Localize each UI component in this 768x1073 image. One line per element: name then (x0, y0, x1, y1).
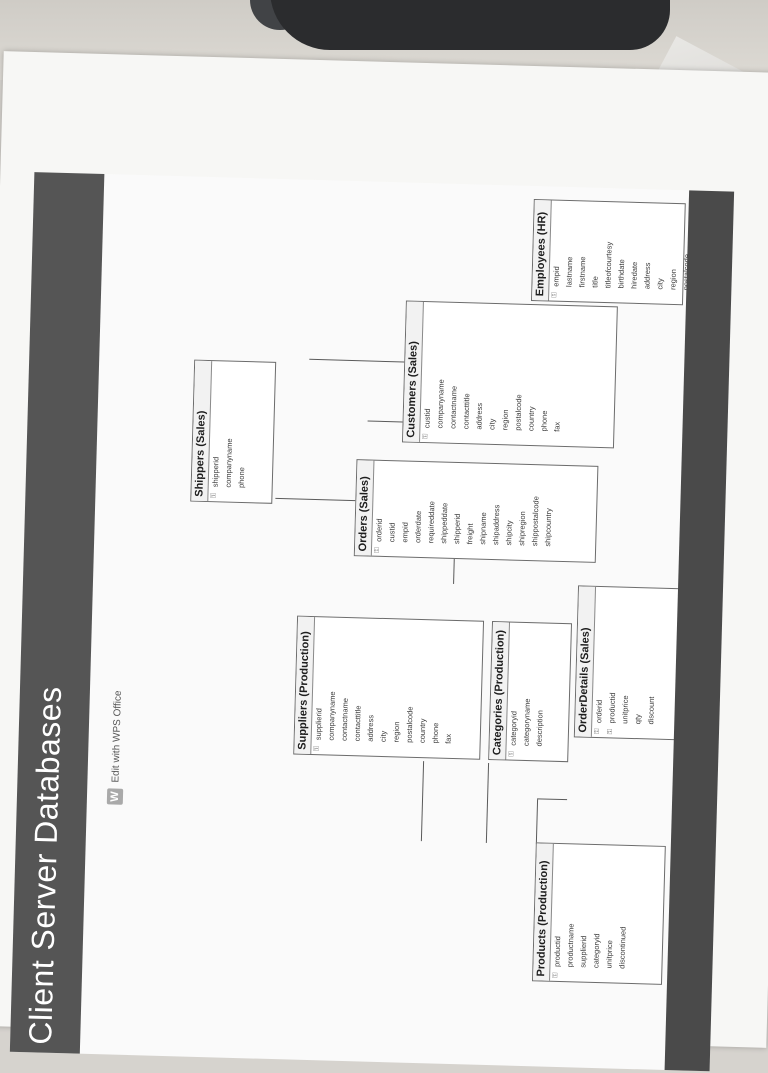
field: fax (443, 733, 453, 744)
entity-products[interactable]: Products (Production) productid productn… (532, 842, 666, 985)
rel-orders-shippers (275, 497, 356, 502)
field: discount (646, 696, 656, 725)
field: shipcountry (543, 508, 554, 547)
slide: Client Server Databases W Edit with WPS … (9, 172, 735, 1072)
rel-products-orderdetails-v (537, 798, 568, 801)
entity-suppliers[interactable]: Suppliers (Production) supplierid compan… (293, 615, 485, 760)
entity-employees[interactable]: Employees (HR) empid lastname firstname … (530, 199, 730, 306)
slide-title: Client Server Databases (22, 685, 69, 1046)
dark-device (270, 0, 670, 50)
rel-orders-customers (367, 420, 403, 423)
title-band: Client Server Databases (9, 172, 105, 1054)
wps-watermark: W Edit with WPS Office (106, 690, 126, 805)
field: discontinued (617, 926, 628, 969)
wps-logo-icon: W (106, 788, 124, 805)
printed-sheet: Client Server Databases W Edit with WPS … (0, 51, 768, 1072)
wps-label: Edit with WPS Office (109, 690, 124, 783)
field: description (534, 709, 545, 747)
entity-categories[interactable]: Categories (Production) categoryid categ… (488, 621, 573, 763)
field: fax (552, 421, 562, 432)
rel-products-categories (485, 762, 490, 843)
entity-orders[interactable]: Orders (Sales) orderid custid empid orde… (353, 459, 599, 563)
entity-customers[interactable]: Customers (Sales) custid companyname con… (401, 300, 618, 449)
rel-products-orderdetails (535, 799, 539, 845)
rel-products-suppliers (420, 761, 425, 842)
field: phone (236, 466, 247, 489)
entity-shippers[interactable]: Shippers (Sales) shipperid companyname p… (190, 359, 277, 504)
